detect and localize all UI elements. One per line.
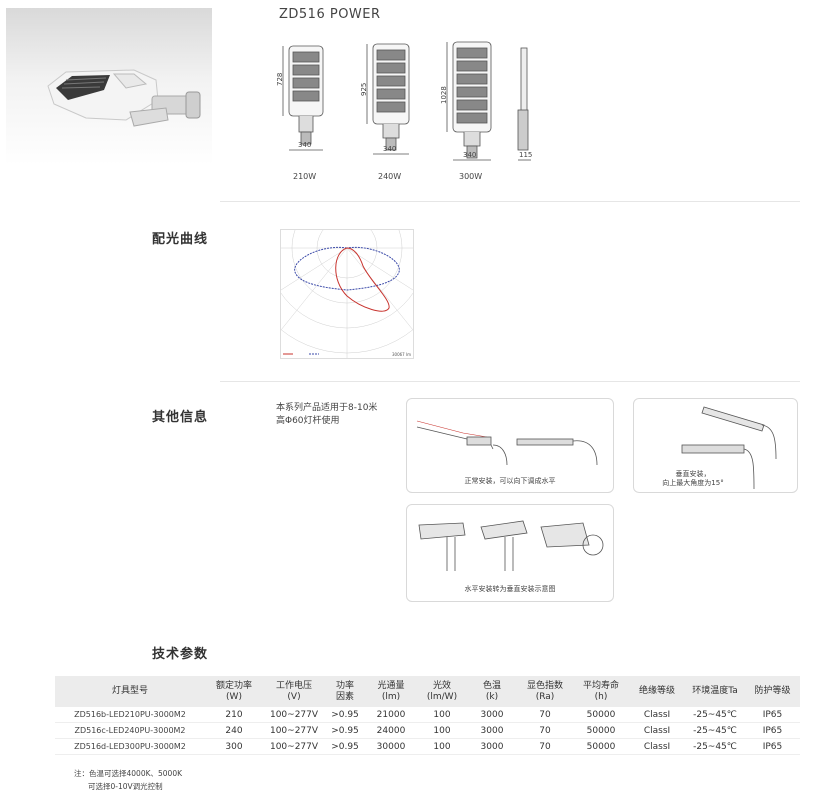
- cell-pf: >0.95: [325, 722, 365, 739]
- install-box-normal: 正常安装，可以向下调成水平: [406, 398, 614, 493]
- header-efficacy: 光效(lm/W): [417, 676, 467, 707]
- header-voltage: 工作电压(V): [263, 676, 325, 707]
- cell-voltage: 100~277V: [263, 738, 325, 755]
- cell-power: 300: [205, 738, 263, 755]
- dim-depth: 115: [519, 151, 533, 159]
- header-power: 额定功率(W): [205, 676, 263, 707]
- install-caption-normal: 正常安装，可以向下调成水平: [464, 477, 556, 485]
- header-cct: 色温(k): [467, 676, 517, 707]
- cell-cct: 3000: [467, 722, 517, 739]
- spec-table: 灯具型号 额定功率(W) 工作电压(V) 功率因素 光通量(lm) 光效(lm/…: [55, 676, 800, 755]
- cell-ambient: -25~45℃: [685, 738, 745, 755]
- cell-ambient: -25~45℃: [685, 722, 745, 739]
- cell-ambient: -25~45℃: [685, 707, 745, 723]
- table-row: ZD516c-LED240PU-3000M2 240 100~277V >0.9…: [55, 722, 800, 739]
- cell-cri: 70: [517, 722, 573, 739]
- dim-height-240: 925: [360, 82, 368, 96]
- cell-lumens: 21000: [365, 707, 417, 723]
- install-box-vertical: 垂直安装， 向上最大角度为15°: [633, 398, 798, 493]
- note-line-2: 可选择0-10V调光控制: [88, 782, 163, 791]
- product-photo: [6, 8, 212, 165]
- dim-height-210: 728: [276, 72, 284, 86]
- cell-lumens: 30000: [365, 738, 417, 755]
- section-heading-tech: 技术参数: [152, 647, 209, 662]
- cell-lifetime: 50000: [573, 722, 629, 739]
- cell-insulation: ClassI: [629, 738, 685, 755]
- header-insulation: 绝缘等级: [629, 676, 685, 707]
- dim-width-300: 340: [463, 151, 477, 159]
- spec-header-row: 灯具型号 额定功率(W) 工作电压(V) 功率因素 光通量(lm) 光效(lm/…: [55, 676, 800, 707]
- cell-efficacy: 100: [417, 738, 467, 755]
- cell-ip: IP65: [745, 707, 800, 723]
- cell-insulation: ClassI: [629, 722, 685, 739]
- install-caption-vertical-1: 垂直安装，: [675, 470, 711, 478]
- cell-power: 240: [205, 722, 263, 739]
- header-model: 灯具型号: [55, 676, 205, 707]
- cell-cri: 70: [517, 738, 573, 755]
- note-line-1: 注：色温可选择4000K、5000K: [74, 769, 183, 778]
- cell-voltage: 100~277V: [263, 722, 325, 739]
- watt-240: 240W: [378, 172, 402, 181]
- dim-width-240: 340: [383, 145, 397, 153]
- polar-chart: 30067 lm: [241, 142, 453, 359]
- watt-300: 300W: [459, 172, 483, 181]
- cell-cct: 3000: [467, 738, 517, 755]
- info-line-2: 高Φ60灯杆使用: [276, 416, 340, 426]
- dim-width-210: 340: [298, 141, 312, 149]
- cell-ip: IP65: [745, 722, 800, 739]
- watt-210: 210W: [293, 172, 317, 181]
- cell-model: ZD516c-LED240PU-3000M2: [55, 722, 205, 739]
- section-heading-curve: 配光曲线: [152, 232, 209, 247]
- cell-lifetime: 50000: [573, 707, 629, 723]
- header-lifetime: 平均寿命(h): [573, 676, 629, 707]
- product-title: ZD516 POWER: [279, 7, 381, 22]
- cell-insulation: ClassI: [629, 707, 685, 723]
- cell-lumens: 24000: [365, 722, 417, 739]
- header-ambient: 环境温度Ta: [685, 676, 745, 707]
- cell-lifetime: 50000: [573, 738, 629, 755]
- cell-voltage: 100~277V: [263, 707, 325, 723]
- info-line-1: 本系列产品适用于8-10米: [276, 403, 378, 413]
- section-heading-other: 其他信息: [152, 410, 209, 425]
- cell-cct: 3000: [467, 707, 517, 723]
- divider: [220, 201, 800, 202]
- polar-value: 30067 lm: [391, 352, 411, 357]
- table-row: ZD516d-LED300PU-3000M2 300 100~277V >0.9…: [55, 738, 800, 755]
- header-ip: 防护等级: [745, 676, 800, 707]
- cell-pf: >0.95: [325, 738, 365, 755]
- cell-efficacy: 100: [417, 722, 467, 739]
- cell-pf: >0.95: [325, 707, 365, 723]
- header-power-factor: 功率因素: [325, 676, 365, 707]
- cell-model: ZD516d-LED300PU-3000M2: [55, 738, 205, 755]
- divider: [220, 381, 800, 382]
- dimension-drawings: [275, 40, 615, 195]
- cell-model: ZD516b-LED210PU-3000M2: [55, 707, 205, 723]
- install-caption-conversion: 水平安装转为垂直安装示意图: [464, 585, 556, 593]
- install-caption-vertical-2: 向上最大角度为15°: [662, 479, 724, 487]
- install-box-conversion: 水平安装转为垂直安装示意图: [406, 504, 614, 602]
- cell-efficacy: 100: [417, 707, 467, 723]
- cell-power: 210: [205, 707, 263, 723]
- cell-ip: IP65: [745, 738, 800, 755]
- header-lumens: 光通量(lm): [365, 676, 417, 707]
- header-cri: 显色指数(Ra): [517, 676, 573, 707]
- table-row: ZD516b-LED210PU-3000M2 210 100~277V >0.9…: [55, 707, 800, 723]
- dim-height-300: 1028: [440, 86, 448, 104]
- cell-cri: 70: [517, 707, 573, 723]
